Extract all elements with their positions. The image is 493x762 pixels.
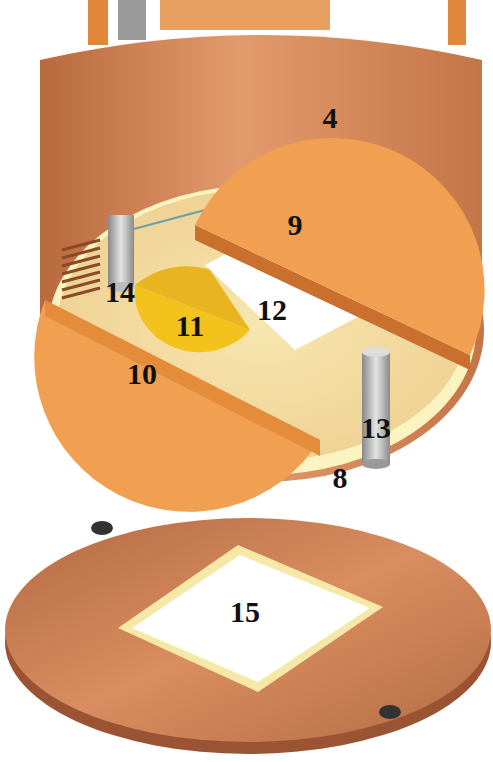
callout-number: 11: [176, 311, 204, 341]
callout-number: 8: [333, 463, 348, 493]
callout-number: 14: [105, 277, 135, 307]
callout-number: 10: [127, 359, 157, 389]
callout-number: 12: [257, 295, 287, 325]
callout-number: 15: [230, 597, 260, 627]
callout-number: 9: [288, 210, 303, 240]
callout-number: 13: [361, 413, 391, 443]
callout-number: 4: [323, 103, 338, 133]
